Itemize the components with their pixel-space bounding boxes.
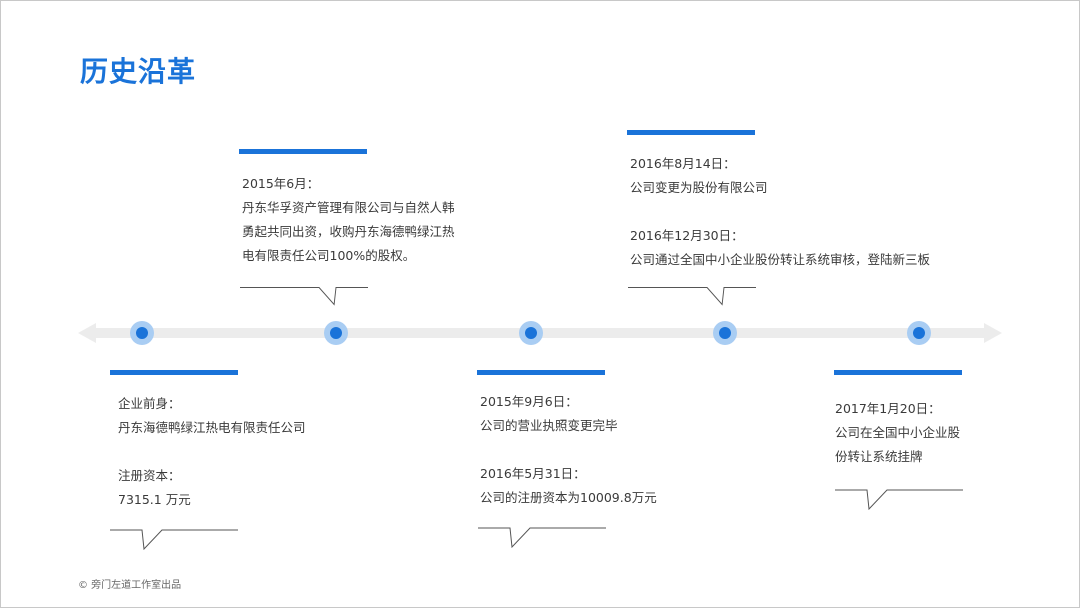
timeline-node-1 <box>130 321 154 345</box>
event-1-line-3 <box>118 440 306 464</box>
event-3-line-2: 公司的营业执照变更完毕 <box>480 418 618 433</box>
event-3-line-3 <box>480 438 657 462</box>
event-5-line-2: 公司在全国中小企业股 <box>835 425 961 440</box>
event-2-text: 2015年6月： 丹东华孚资产管理有限公司与自然人韩 勇起共同出资，收购丹东海德… <box>242 172 455 268</box>
event-3-text: 2015年9月6日： 公司的营业执照变更完毕 2016年5月31日： 公司的注册… <box>480 390 657 510</box>
event-5-line-3: 份转让系统挂牌 <box>835 449 923 464</box>
event-4-line-5: 公司通过全国中小企业股份转让系统审核，登陆新三板 <box>630 252 931 267</box>
event-3-line-5: 公司的注册资本为10009.8万元 <box>480 490 657 505</box>
event-2-callout-pointer <box>240 287 368 306</box>
event-5-accent-bar <box>834 370 962 375</box>
event-3-line-1: 2015年9月6日： <box>480 394 578 409</box>
event-3-line-4: 2016年5月31日： <box>480 466 586 481</box>
timeline-arrow-left <box>78 323 96 343</box>
event-4-line-3 <box>630 200 930 224</box>
event-2-accent-bar <box>239 149 367 154</box>
event-4-line-2: 公司变更为股份有限公司 <box>630 180 768 195</box>
event-1-text: 企业前身： 丹东海德鸭绿江热电有限责任公司 注册资本： 7315.1 万元 <box>118 392 306 512</box>
event-5-text: 2017年1月20日： 公司在全国中小企业股 份转让系统挂牌 <box>835 397 960 469</box>
event-2-line-3: 勇起共同出资，收购丹东海德鸭绿江热 <box>242 224 455 239</box>
event-1-line-2: 丹东海德鸭绿江热电有限责任公司 <box>118 420 306 435</box>
event-3-callout-pointer <box>478 527 606 548</box>
timeline-arrow-right <box>984 323 1002 343</box>
event-1-accent-bar <box>110 370 238 375</box>
timeline-node-5 <box>907 321 931 345</box>
event-4-accent-bar <box>627 130 755 135</box>
event-1-line-4: 注册资本： <box>118 468 181 483</box>
event-4-callout-pointer <box>628 287 756 306</box>
event-4-line-1: 2016年8月14日： <box>630 156 736 171</box>
event-4-text: 2016年8月14日： 公司变更为股份有限公司 2016年12月30日： 公司通… <box>630 152 930 272</box>
timeline-node-3 <box>519 321 543 345</box>
event-3-accent-bar <box>477 370 605 375</box>
footer-copyright: © 旁门左道工作室出品 <box>78 580 182 591</box>
event-2-line-2: 丹东华孚资产管理有限公司与自然人韩 <box>242 200 455 215</box>
event-4-line-4: 2016年12月30日： <box>630 228 744 243</box>
event-1-line-5: 7315.1 万元 <box>118 492 191 507</box>
event-2-line-1: 2015年6月： <box>242 176 320 191</box>
event-1-line-1: 企业前身： <box>118 396 181 411</box>
event-1-callout-pointer <box>110 529 238 550</box>
timeline-node-4 <box>713 321 737 345</box>
event-2-line-4: 电有限责任公司100%的股权。 <box>242 248 416 263</box>
timeline-node-2 <box>324 321 348 345</box>
event-5-callout-pointer <box>835 489 963 510</box>
event-5-line-1: 2017年1月20日： <box>835 401 941 416</box>
page-title: 历史沿革 <box>80 55 197 88</box>
